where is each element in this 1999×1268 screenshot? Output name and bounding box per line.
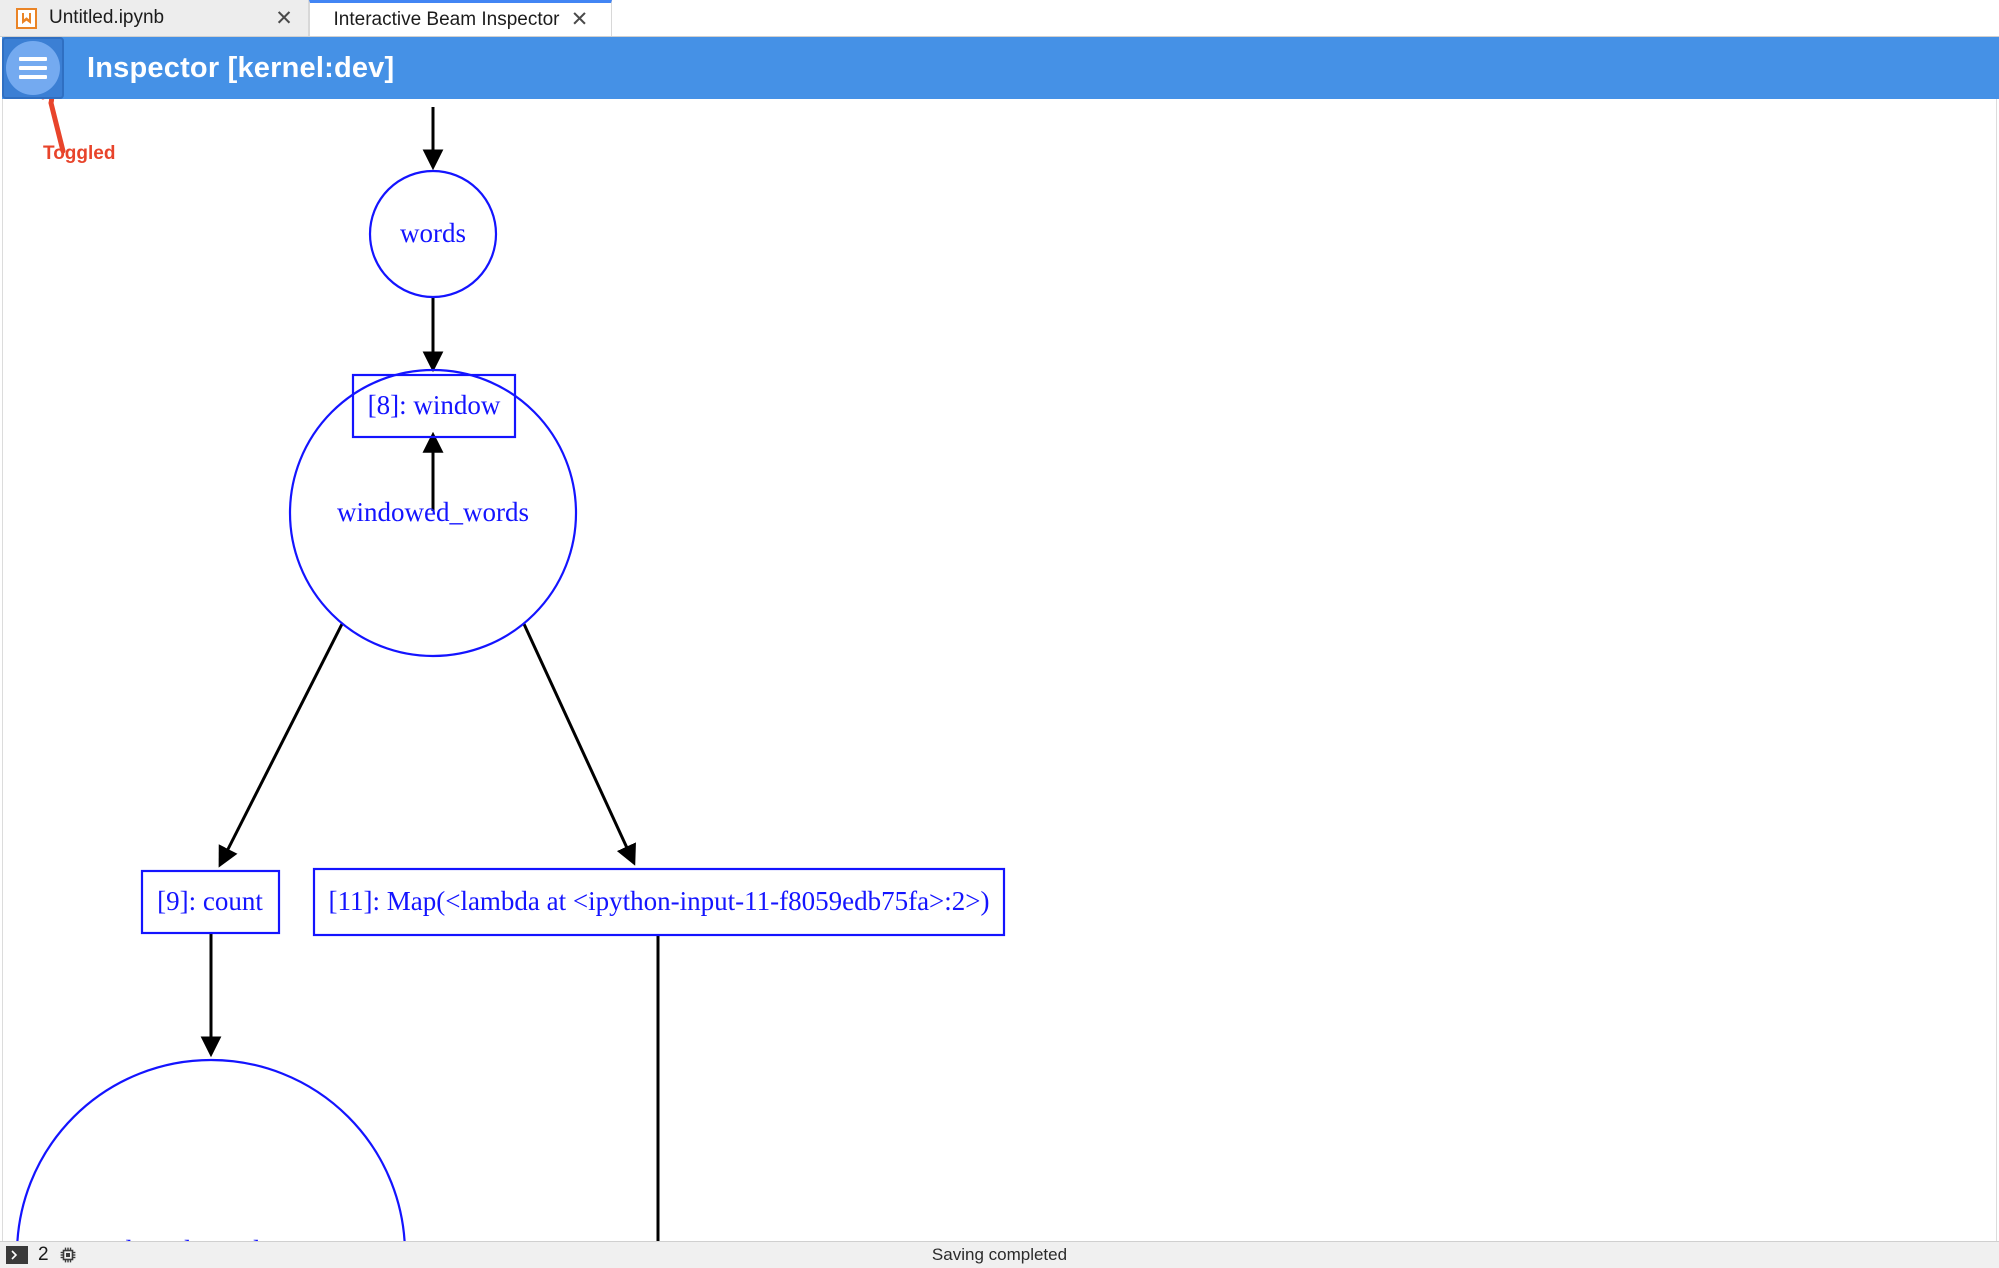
node-label: [9]: count (157, 886, 263, 916)
cpu-chip-icon[interactable] (59, 1246, 77, 1264)
annotation-arrow (41, 99, 66, 154)
node-window[interactable]: [8]: window (351, 373, 517, 439)
node-label: windowed_words (337, 497, 529, 527)
graph-edges (200, 107, 660, 1241)
edge-windowed-words-to-map (522, 623, 636, 866)
node-count[interactable]: [9]: count (140, 869, 281, 935)
tab-label: Untitled.ipynb (49, 7, 165, 28)
pipeline-graph: words [8]: window windowed_words [9]: co… (16, 107, 1006, 1241)
node-label: windowed_word_counts (78, 1235, 343, 1241)
status-bar: 2 S (0, 1241, 1999, 1268)
close-icon[interactable]: ✕ (570, 8, 589, 31)
tab-interactive-beam-inspector[interactable]: Interactive Beam Inspector ✕ (309, 0, 612, 36)
status-message: Saving completed (931, 1245, 1068, 1264)
tab-bar: Untitled.ipynb ✕ Interactive Beam Inspec… (0, 0, 1999, 37)
tab-bar-empty-space (612, 0, 1999, 36)
node-windowed-word-counts[interactable]: windowed_word_counts (16, 1058, 406, 1241)
inspector-header: Inspector [kernel:dev] (2, 37, 1999, 99)
terminal-count: 2 (38, 1244, 49, 1265)
status-bar-left: 2 (0, 1244, 77, 1266)
hamburger-menu-icon[interactable] (2, 37, 64, 99)
notebook-icon (16, 7, 37, 29)
node-label: [8]: window (368, 390, 501, 420)
annotation-label: Toggled (43, 143, 115, 164)
node-label: words (400, 218, 466, 248)
toggled-annotation: Toggled (41, 99, 115, 164)
graph-nodes: words [8]: window windowed_words [9]: co… (16, 169, 1006, 1241)
hamburger-bars (19, 52, 47, 84)
close-icon[interactable]: ✕ (275, 6, 293, 30)
page-title: Inspector [kernel:dev] (87, 51, 395, 84)
node-windowed-words[interactable]: windowed_words (288, 368, 578, 658)
node-label: [11]: Map(<lambda at <ipython-input-11-f… (329, 886, 990, 916)
pipeline-graph-canvas[interactable]: words [8]: window windowed_words [9]: co… (2, 99, 1997, 1241)
tab-label: Interactive Beam Inspector (333, 8, 560, 30)
tab-untitled-ipynb[interactable]: Untitled.ipynb ✕ (0, 0, 309, 36)
edge-windowed-words-to-count (218, 623, 344, 868)
terminal-icon[interactable] (6, 1246, 28, 1264)
node-words[interactable]: words (368, 169, 498, 299)
node-map-lambda[interactable]: [11]: Map(<lambda at <ipython-input-11-f… (312, 867, 1006, 937)
